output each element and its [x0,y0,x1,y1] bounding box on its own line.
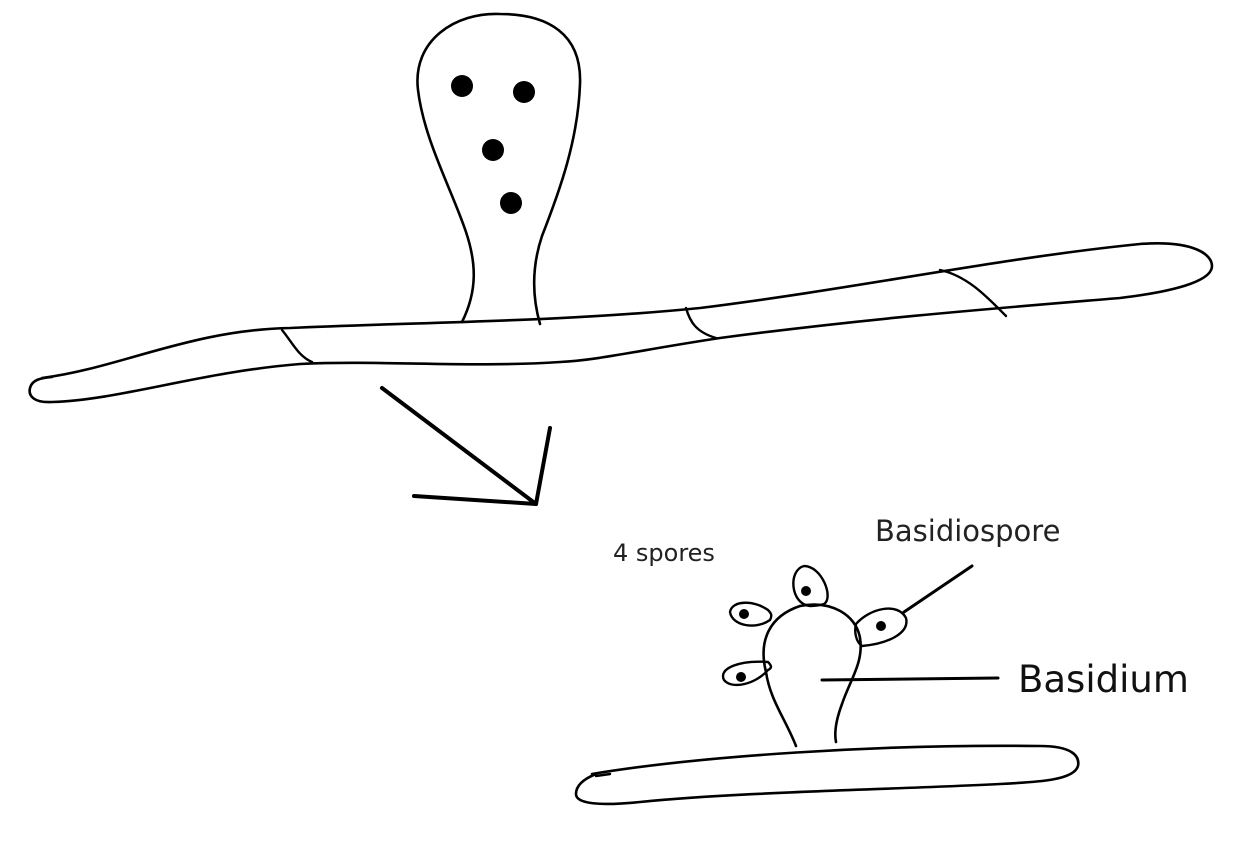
nucleus [513,81,535,103]
basidiospore [728,601,773,627]
nuclei [451,75,535,214]
hypha-with-developing-basidium [28,12,1214,404]
basidiospore [792,564,829,608]
spore-nucleus [736,672,746,682]
basidium-leader-line [820,676,1000,682]
developing-basidium [416,12,582,326]
basidium-body [762,603,862,748]
basidium-label: Basidium [1018,658,1189,701]
nucleus [451,75,473,97]
spore-nucleus [876,621,886,631]
basidiospore [721,660,773,687]
upper-hypha [28,242,1214,404]
septum-left [280,328,314,364]
nucleus [500,192,522,214]
spore-count-label: 4 spores [613,539,715,567]
hypha-with-mature-basidium [574,564,1080,806]
basidiospore-leader-line [902,564,974,614]
lower-hypha [574,744,1080,806]
septum-right [938,268,1008,318]
basidiospore [854,607,908,648]
basidiospores [721,564,908,687]
basidiospore-label: Basidiospore [875,514,1060,548]
septum-middle [684,306,718,340]
spore-nucleus [801,586,811,596]
nucleus [482,139,504,161]
arrow-icon [380,386,552,506]
spore-nucleus [739,609,749,619]
lower-hypha-septum [594,772,612,778]
